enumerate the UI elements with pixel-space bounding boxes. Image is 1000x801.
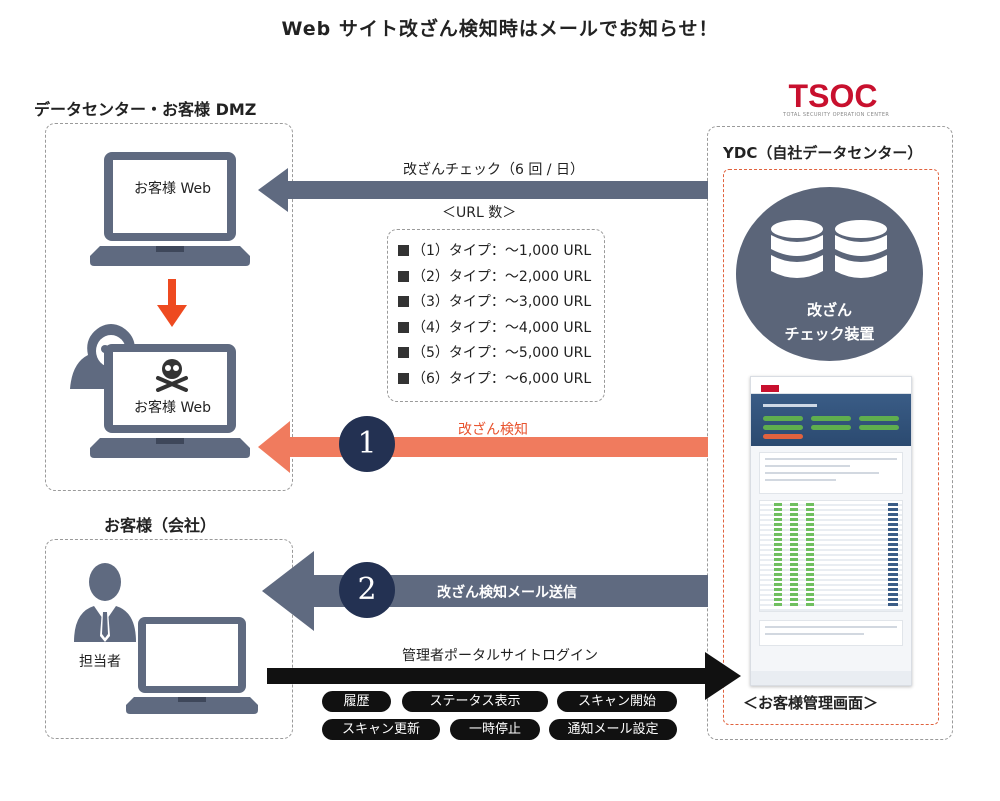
feature-status: ステータス表示 xyxy=(402,691,548,712)
step-1-badge: 1 xyxy=(339,416,395,472)
database-icon xyxy=(771,220,887,278)
url-type-text: （4）タイプ：〜4,000 URL xyxy=(412,319,592,336)
url-type-item: （4）タイプ：〜4,000 URL xyxy=(398,316,604,342)
customer-heading: お客様（会社） xyxy=(104,516,217,535)
portal-hero xyxy=(751,394,911,446)
square-bullet-icon xyxy=(398,372,409,384)
device-circle xyxy=(736,187,923,361)
step-2-label: 改ざん検知メール送信 xyxy=(437,585,577,601)
portal-header xyxy=(751,377,911,394)
skull-icon xyxy=(156,359,188,392)
step-1-label: 改ざん検知 xyxy=(458,422,528,438)
url-type-item: （6）タイプ：〜6,000 URL xyxy=(398,367,604,393)
dmz-heading: データセンター・お客様 DMZ xyxy=(34,100,257,119)
url-type-text: （2）タイプ：〜2,000 URL xyxy=(412,268,592,285)
tsoc-logo: TSOC xyxy=(789,80,878,112)
url-type-item: （5）タイプ：〜5,000 URL xyxy=(398,341,604,367)
feature-scan-update: スキャン更新 xyxy=(322,719,440,740)
arrow-down-icon xyxy=(157,279,187,327)
feature-history: 履歴 xyxy=(322,691,391,712)
person-label: 担当者 xyxy=(79,654,121,670)
login-arrow xyxy=(267,652,741,700)
device-label-line2: チェック装置 xyxy=(784,325,875,343)
portal-logo xyxy=(761,385,779,392)
square-bullet-icon xyxy=(398,296,409,308)
person-icon xyxy=(74,563,136,642)
portal-summary xyxy=(759,452,903,494)
tsoc-logo-text: TSOC xyxy=(789,80,878,112)
url-type-text: （6）タイプ：〜6,000 URL xyxy=(412,370,592,387)
square-bullet-icon xyxy=(398,270,409,282)
url-type-item: （2）タイプ：〜2,000 URL xyxy=(398,265,604,291)
url-type-text: （1）タイプ：〜1,000 URL xyxy=(412,243,592,259)
check-label: 改ざんチェック（6 回 / 日） xyxy=(403,162,584,178)
square-bullet-icon xyxy=(398,245,409,256)
url-types-box: （1）タイプ：〜1,000 URL （2）タイプ：〜2,000 URL （3）タ… xyxy=(387,229,605,402)
url-type-text: （5）タイプ：〜5,000 URL xyxy=(412,345,592,362)
portal-caption: ＜お客様管理画面＞ xyxy=(743,694,879,712)
alert-arrow xyxy=(258,421,708,473)
ydc-box xyxy=(707,126,953,740)
feature-scan-start: スキャン開始 xyxy=(557,691,677,712)
portal-footer xyxy=(751,671,911,685)
mail-arrow xyxy=(262,551,708,631)
square-bullet-icon xyxy=(398,347,409,359)
square-bullet-icon xyxy=(398,321,409,333)
customer-box xyxy=(45,539,293,739)
device-label-line1: 改ざん xyxy=(806,301,852,319)
portal-table xyxy=(759,500,903,612)
dmz-box xyxy=(45,123,293,491)
customer-laptop-icon xyxy=(126,617,258,714)
portal-screenshot xyxy=(750,376,912,686)
ydc-heading: YDC（自社データセンター） xyxy=(723,144,923,162)
step-2-badge: 2 xyxy=(339,562,395,618)
url-type-item: （1）タイプ：〜1,000 URL xyxy=(398,239,604,265)
feature-pause: 一時停止 xyxy=(450,719,540,740)
compromised-web-label: お客様 Web xyxy=(134,400,211,416)
page-title: Web サイト改ざん検知時はメールでお知らせ！ xyxy=(281,18,719,40)
check-arrow xyxy=(258,168,708,212)
portal-news xyxy=(759,620,903,646)
url-type-text: （3）タイプ：〜3,000 URL xyxy=(412,294,592,311)
ydc-inner-box xyxy=(723,169,939,725)
url-header: ＜URL 数＞ xyxy=(442,205,517,221)
url-type-item: （3）タイプ：〜3,000 URL xyxy=(398,290,604,316)
web-server-label: お客様 Web xyxy=(134,181,211,197)
feature-mail-settings: 通知メール設定 xyxy=(549,719,677,740)
tsoc-logo-subtext: TOTAL SECURITY OPERATION CENTER xyxy=(783,112,890,118)
login-label: 管理者ポータルサイトログイン xyxy=(402,648,598,664)
laptop-icon xyxy=(90,152,250,266)
